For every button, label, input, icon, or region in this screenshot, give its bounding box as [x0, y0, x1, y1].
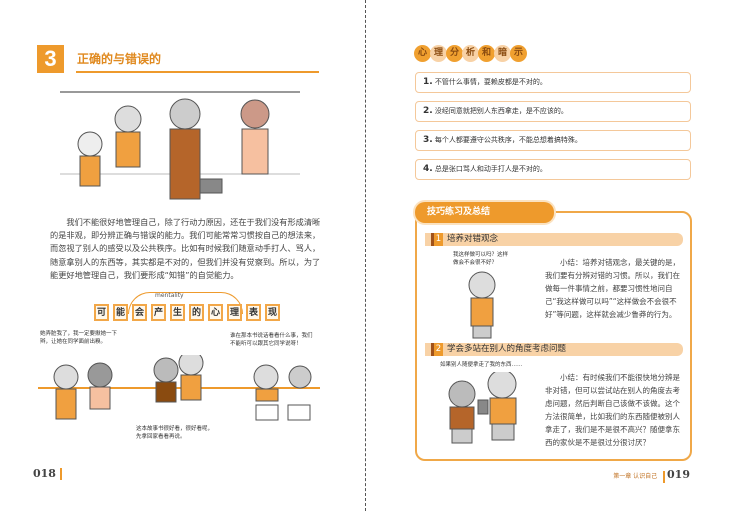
- tip-number: 2.: [423, 106, 433, 116]
- header-char: 暗: [494, 45, 511, 62]
- page-title: 正确的与错误的: [77, 52, 162, 66]
- heading-char: 表: [246, 304, 261, 321]
- section-2-bar: 2 学会多站在别人的角度考虑问题: [425, 343, 683, 356]
- footer-chapter: 第一章: [613, 473, 632, 480]
- tip-item: 1. 不管什么事情，耍赖皮都是不对的。: [415, 72, 691, 93]
- page-footer: 第一章 认识自己 019: [613, 468, 690, 483]
- section-2-text: 小结：有时候我们不能很快地分辨是非对错，但可以尝试站在别人的角度去考虑问题，然后…: [545, 373, 680, 447]
- header-char: 析: [462, 45, 479, 62]
- header-char: 理: [430, 45, 447, 62]
- section-2-number: 2: [431, 343, 443, 356]
- caption-2: 这本故事书很好看，很好看呢，先拿回家看看再说。: [136, 426, 214, 440]
- heading-char: 现: [265, 304, 280, 321]
- page-number-left: 018: [33, 467, 62, 480]
- section-number: 3: [37, 45, 64, 73]
- tip-item: 3. 每个人都要遵守公共秩序，不能总想着搞特殊。: [415, 130, 691, 151]
- page-fold-divider: [365, 0, 366, 511]
- section-1-title: 培养对错观念: [447, 234, 499, 244]
- psychology-heading: 可 能 会 产 生 的 心 理 表 现: [94, 304, 280, 321]
- heading-char: 产: [151, 304, 166, 321]
- header-char: 和: [478, 45, 495, 62]
- heading-char: 能: [113, 304, 128, 321]
- analysis-header: 心 理 分 析 和 暗 示: [414, 45, 527, 62]
- body-paragraph: 我们不能很好地管理自己，除了行动力原因，还在于我们没有形成清晰的是非观，即分辨正…: [50, 217, 321, 280]
- tip-text: 不管什么事情，耍赖皮都是不对的。: [434, 78, 547, 86]
- heading-char: 的: [189, 304, 204, 321]
- section-1-bar: 1 培养对错观念: [425, 233, 683, 246]
- section-1-number: 1: [431, 233, 443, 246]
- section-1-text: 小结：培养对错观念，最关键的是，我们要有分辨对错的习惯。所以，我们在做每一件事情…: [545, 258, 680, 319]
- skills-title: 技巧练习及总结: [415, 202, 554, 223]
- tip-text: 总是张口骂人和动手打人是不对的。: [434, 165, 547, 173]
- tip-item: 2. 没经同意就把别人东西拿走，是不应该的。: [415, 101, 691, 122]
- tip-text: 每个人都要遵守公共秩序，不能总想着搞特殊。: [434, 136, 582, 144]
- children-illustration: [53, 355, 312, 421]
- section-2-title: 学会多站在别人的角度考虑问题: [447, 344, 567, 354]
- tip-number: 4.: [423, 164, 433, 174]
- thinking-boy-illustration: [468, 271, 496, 339]
- header-char: 分: [446, 45, 463, 62]
- page-number-right: 019: [667, 468, 690, 481]
- subway-illustration: [60, 91, 300, 200]
- heading-char: 生: [170, 304, 185, 321]
- caption-3: 谁在那本书说话看看什么事，我们不能听可以跟其它同学说呀！: [230, 333, 313, 347]
- heading-char: 理: [227, 304, 242, 321]
- header-char: 心: [414, 45, 431, 62]
- orange-line: [38, 387, 320, 389]
- heading-char: 会: [132, 304, 147, 321]
- title-underline: [76, 71, 319, 73]
- section-2-bubble: 如果别人随便拿走了我的东西……: [440, 362, 523, 368]
- tip-number: 3.: [423, 135, 433, 145]
- two-children-illustration: [448, 372, 517, 444]
- heading-char: 心: [208, 304, 223, 321]
- tip-text: 没经同意就把别人东西拿走，是不应该的。: [434, 107, 568, 115]
- section-1-bubble: 我这样做可以吗？这样做会不会很不好？: [453, 252, 509, 266]
- header-char: 示: [510, 45, 527, 62]
- tip-item: 4. 总是张口骂人和动手打人是不对的。: [415, 159, 691, 180]
- heading-char: 可: [94, 304, 109, 321]
- page-number-text: 018: [33, 467, 56, 480]
- tip-number: 1.: [423, 77, 433, 87]
- footer-title: 认识自己: [633, 473, 658, 480]
- mentality-label: mentality: [155, 292, 184, 299]
- caption-1: 她弄脏我了，我一定要揪她一下辫，让她在同学面前出糗。: [40, 331, 118, 345]
